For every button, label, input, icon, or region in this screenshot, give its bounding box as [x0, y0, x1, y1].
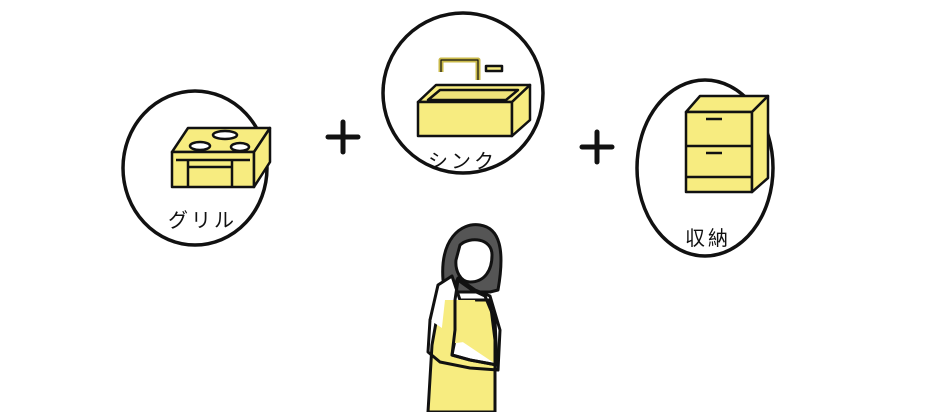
plus-icon	[325, 119, 361, 155]
grill-icon	[170, 126, 272, 189]
plus-icon	[579, 129, 615, 165]
storage-cabinet-icon	[684, 94, 770, 194]
sink-icon	[416, 57, 532, 138]
storage-circle	[635, 78, 775, 258]
grill-label: グリル	[168, 208, 237, 232]
sink-circle	[381, 11, 545, 175]
storage-label: 収納	[685, 226, 731, 250]
thinking-woman-figure	[426, 223, 503, 412]
sink-label: シンク	[428, 149, 497, 173]
